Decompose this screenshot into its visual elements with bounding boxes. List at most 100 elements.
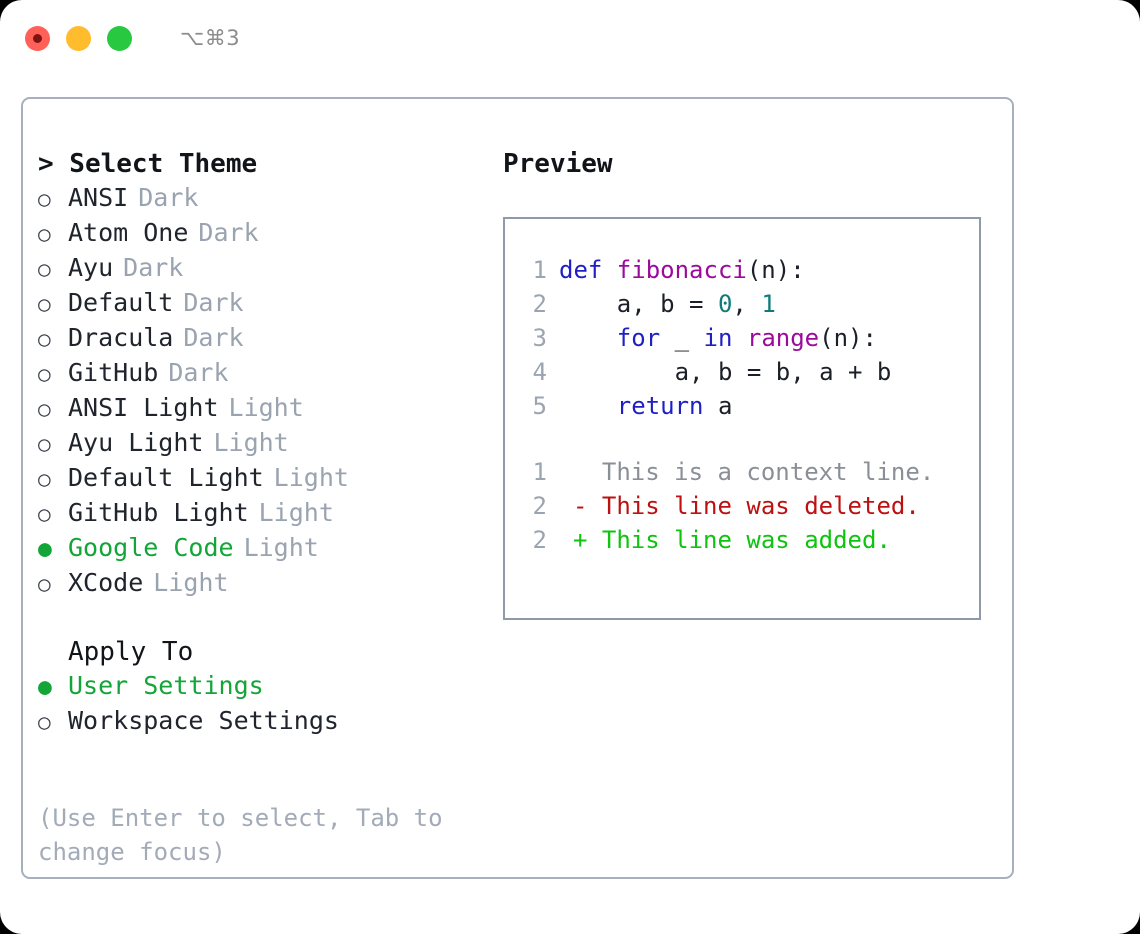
code-line-content: a, b = 0, 1 bbox=[559, 287, 776, 321]
theme-option-ayu-light[interactable]: ○ Ayu Light Light bbox=[38, 426, 488, 461]
radio-unselected-icon: ○ bbox=[38, 327, 51, 351]
code-line-content: a, b = b, a + b bbox=[559, 355, 892, 389]
select-theme-header: > Select Theme bbox=[38, 149, 258, 179]
theme-option-variant: Light bbox=[273, 463, 349, 492]
preview-title: Preview bbox=[503, 149, 613, 179]
code-token-plain: a bbox=[703, 392, 733, 420]
theme-option-label: Ayu bbox=[68, 253, 114, 282]
apply-to-option-list: ●User Settings ○ Workspace Settings bbox=[38, 669, 488, 739]
apply-to-option-workspace-settings[interactable]: ○ Workspace Settings bbox=[38, 704, 488, 739]
theme-option-default-light[interactable]: ○ Default Light Light bbox=[38, 461, 488, 496]
diff-line-del: 2- This line was deleted. bbox=[505, 489, 979, 523]
keyboard-shortcut-label: ⌥⌘3 bbox=[180, 26, 241, 50]
traffic-lights bbox=[25, 25, 132, 51]
line-number: 2 bbox=[532, 526, 547, 554]
theme-option-variant: Dark bbox=[183, 288, 244, 317]
diff-line-ctx: 1 This is a context line. bbox=[505, 455, 979, 489]
line-number: 2 bbox=[532, 492, 547, 520]
diff-marker: + bbox=[573, 526, 588, 554]
radio-unselected-icon: ○ bbox=[38, 257, 51, 281]
radio-unselected-icon: ○ bbox=[38, 710, 51, 734]
radio-unselected-icon: ○ bbox=[38, 362, 51, 386]
theme-option-label: ANSI Light bbox=[68, 393, 219, 422]
diff-sample: 1 This is a context line.2- This line wa… bbox=[505, 455, 979, 557]
theme-option-label: Atom One bbox=[68, 218, 189, 247]
code-token-plain: a, b = bbox=[559, 290, 718, 318]
code-token-plain bbox=[559, 324, 617, 352]
code-token-plain: (n): bbox=[819, 324, 877, 352]
apply-to-option-label: User Settings bbox=[68, 671, 264, 700]
code-token-num: 1 bbox=[761, 290, 776, 318]
code-line-content: for _ in range(n): bbox=[559, 321, 877, 355]
line-number: 1 bbox=[532, 256, 547, 284]
radio-unselected-icon: ○ bbox=[38, 397, 51, 421]
code-token-kw: in bbox=[703, 324, 733, 352]
theme-option-ansi[interactable]: ○ ANSI Dark bbox=[38, 181, 488, 216]
line-number: 5 bbox=[532, 392, 547, 420]
theme-option-variant: Dark bbox=[138, 183, 199, 212]
theme-option-variant: Light bbox=[213, 428, 289, 457]
minimize-button[interactable] bbox=[66, 25, 91, 51]
apply-to-option-user-settings[interactable]: ●User Settings bbox=[38, 669, 488, 704]
diff-line-add: 2 + This line was added. bbox=[505, 523, 979, 557]
code-token-fn: fibonacci bbox=[616, 256, 747, 284]
radio-unselected-icon: ○ bbox=[38, 187, 51, 211]
code-spacer bbox=[505, 423, 979, 455]
code-line-content: def fibonacci(n): bbox=[559, 253, 805, 287]
theme-option-variant: Light bbox=[258, 498, 334, 527]
theme-option-ansi-light[interactable]: ○ ANSI Light Light bbox=[38, 391, 488, 426]
theme-option-label: Default Light bbox=[68, 463, 264, 492]
diff-line-text: This line was added. bbox=[587, 526, 891, 554]
theme-option-variant: Dark bbox=[123, 253, 184, 282]
theme-option-variant: Light bbox=[243, 533, 319, 562]
code-token-kw: def bbox=[559, 256, 617, 284]
spacer bbox=[38, 601, 488, 635]
radio-unselected-icon: ○ bbox=[38, 467, 51, 491]
code-token-plain bbox=[732, 324, 746, 352]
code-line: 2 a, b = 0, 1 bbox=[505, 287, 979, 321]
theme-option-variant: Dark bbox=[183, 323, 244, 352]
title-bar: ⌥⌘3 bbox=[0, 0, 1140, 76]
apply-to-option-label: Workspace Settings bbox=[68, 706, 339, 735]
theme-option-label: ANSI bbox=[68, 183, 129, 212]
diff-marker: - bbox=[573, 492, 588, 520]
diff-line-text: This is a context line. bbox=[587, 458, 935, 486]
theme-option-variant: Light bbox=[153, 568, 229, 597]
code-line: 3 for _ in range(n): bbox=[505, 321, 979, 355]
theme-option-label: Google Code bbox=[68, 533, 234, 562]
code-line: 5 return a bbox=[505, 389, 979, 423]
help-text: (Use Enter to select, Tab to change focu… bbox=[38, 804, 443, 866]
theme-option-ayu[interactable]: ○ Ayu Dark bbox=[38, 251, 488, 286]
radio-unselected-icon: ○ bbox=[38, 432, 51, 456]
close-button[interactable] bbox=[25, 25, 50, 51]
code-line: 1 def fibonacci(n): bbox=[505, 253, 979, 287]
code-token-num: 0 bbox=[717, 290, 733, 318]
line-number: 1 bbox=[532, 458, 547, 486]
code-line-content: return a bbox=[559, 389, 733, 423]
zoom-button[interactable] bbox=[107, 25, 132, 51]
line-number: 3 bbox=[532, 324, 547, 352]
code-token-kw: return bbox=[616, 392, 704, 420]
theme-option-variant: Light bbox=[228, 393, 304, 422]
theme-option-variant: Dark bbox=[198, 218, 259, 247]
theme-option-label: GitHub Light bbox=[68, 498, 249, 527]
code-token-plain bbox=[559, 392, 617, 420]
theme-option-label: Ayu Light bbox=[68, 428, 204, 457]
code-token-plain: _ bbox=[660, 324, 704, 352]
code-token-plain: a, b = b, a + b bbox=[559, 358, 892, 386]
theme-option-label: XCode bbox=[68, 568, 144, 597]
